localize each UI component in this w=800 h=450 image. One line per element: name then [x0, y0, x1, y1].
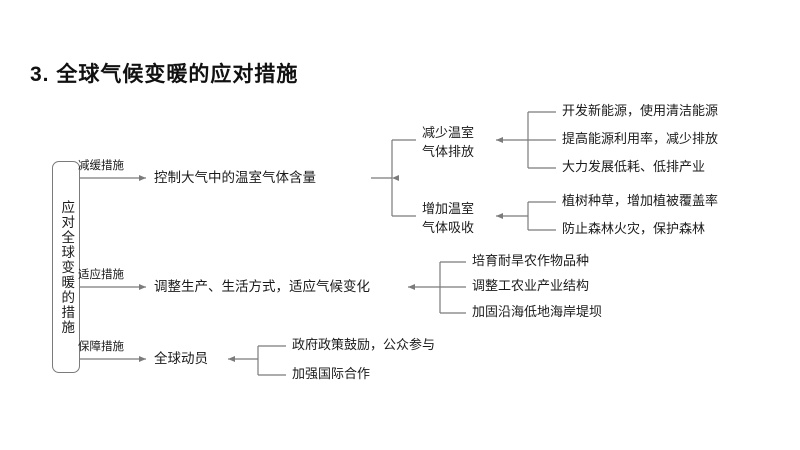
branch-label-adaptation: 适应措施: [78, 269, 124, 281]
leaf-item[interactable]: 提高能源利用率，减少排放: [562, 131, 719, 146]
root-node-label: 应对全球变暖的措施: [59, 199, 75, 335]
node-global-mobilization[interactable]: 全球动员: [154, 351, 208, 366]
page-title: 3. 全球气候变暖的应对措施: [30, 63, 299, 86]
node-control-ghg[interactable]: 控制大气中的温室气体含量: [154, 170, 316, 185]
leaf-item[interactable]: 加固沿海低地海岸堤坝: [472, 304, 603, 319]
leaf-item[interactable]: 开发新能源，使用清洁能源: [562, 103, 719, 118]
leaf-item[interactable]: 植树种草，增加植被覆盖率: [562, 193, 719, 208]
branch-label-mitigation: 减缓措施: [78, 160, 124, 172]
node-increase-absorption-line2: 气体吸收: [422, 219, 475, 235]
node-increase-absorption-line1: 增加温室: [422, 201, 475, 216]
node-adjust-lifestyle[interactable]: 调整生产、生活方式，适应气候变化: [154, 279, 370, 294]
leaf-item[interactable]: 政府政策鼓励，公众参与: [292, 337, 436, 352]
leaf-item[interactable]: 防止森林火灾，保护森林: [562, 221, 706, 236]
leaf-item[interactable]: 培育耐旱农作物品种: [472, 253, 590, 268]
branch-label-safeguard: 保障措施: [78, 341, 124, 353]
node-reduce-emissions[interactable]: 减少温室 气体排放: [422, 124, 474, 162]
leaf-item[interactable]: 大力发展低耗、低排产业: [562, 159, 706, 174]
node-reduce-emissions-line1: 减少温室: [422, 125, 475, 140]
node-increase-absorption[interactable]: 增加温室 气体吸收: [422, 200, 474, 238]
node-reduce-emissions-line2: 气体排放: [422, 143, 475, 159]
leaf-item[interactable]: 加强国际合作: [292, 366, 371, 381]
root-node[interactable]: 应对全球变暖的措施: [52, 161, 80, 373]
leaf-item[interactable]: 调整工农业产业结构: [472, 278, 590, 293]
